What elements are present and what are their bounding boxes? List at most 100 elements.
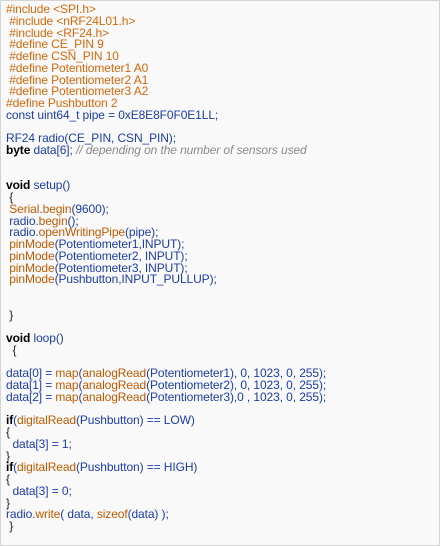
code-line: } [6,520,326,533]
code-token: 0xE8E8F0F0E1LL [118,107,215,122]
code-token: map [55,366,79,381]
code-token: if [6,413,14,428]
code-token: pinMode [9,237,55,251]
code-token: analogRead [82,366,147,381]
code-token: pipe = [79,107,119,122]
code-line: #define CSN_PIN 10 [6,49,326,63]
code-token: . [39,201,43,216]
code-line: #include <nRF24L01.h> [6,13,326,28]
code-token: (Potentiometer3), [146,389,238,404]
code-token: 0 [240,378,247,392]
code-token: 2 [32,389,39,404]
code-token: map [55,389,79,404]
code-token: uint64_t [37,107,80,122]
code-token: ( [78,378,83,392]
code-token: { [6,342,17,357]
code-token: #define Potentiometer1 A0 [6,60,149,75]
code-line: Serial.begin(9600); [6,201,326,216]
code-token: ); [101,201,109,216]
code-line: data[0] = map(analogRead(Potentiometer1)… [6,366,327,381]
code-token: #define CSN_PIN 10 [6,49,119,63]
code-token: begin [38,213,68,228]
code-token: 0 [286,389,293,404]
code-token: , [292,378,300,392]
code-token: radio. [6,225,39,240]
code-token: (Potentiometer1), [146,366,241,381]
code-token: data[ [30,143,60,157]
code-token: const [6,107,38,122]
code-token: (Potentiometer1,INPUT); [54,237,185,251]
code-token: 0 [32,366,39,381]
code-token: digitalRead [17,413,76,428]
code-token: data[ [6,389,33,404]
code-token: data[ [6,483,39,498]
code-line: RF24 radio(CE_PIN, CSN_PIN); [6,131,326,146]
code-token: (Potentiometer2, INPUT); [54,248,188,263]
code-line: const uint64_t pipe = 0xE8E8F0F0E1LL; [6,107,326,122]
code-token: ); [318,366,327,381]
code-token: 9600 [75,201,102,216]
code-token: } [6,448,10,463]
code-line: void setup() [6,179,326,192]
code-token: ); [318,378,327,392]
code-token: pinMode [9,260,55,275]
code-token: 3 [38,483,46,498]
code-token: #include <RF24.h> [6,25,109,40]
code-token: 255 [299,389,319,404]
code-token: ; [68,483,72,498]
code-token: Serial [9,201,40,216]
code-token: ); [318,389,327,404]
code-line: } [6,495,326,510]
code-token: { [6,472,10,486]
code-token: #include <nRF24L01.h> [6,13,136,28]
code-token: (); [67,213,79,228]
code-token: #define Pushbutton 2 [6,96,118,110]
code-token: } [6,495,10,510]
code-token: write [35,507,61,522]
code-token: radio. [6,213,39,228]
code-line: pinMode(Potentiometer1,INPUT); [6,237,326,251]
code-line: #include <SPI.h> [6,2,326,16]
code-token: () [55,331,64,345]
code-token: loop [33,331,56,345]
code-token: byte [6,143,31,157]
code-line: ​ [6,285,326,298]
code-line: pinMode(Potentiometer2, INPUT); [6,248,326,263]
code-line: data[1] = map(analogRead(Potentiometer2)… [6,378,327,392]
code-token: #define CE_PIN 9 [6,37,104,52]
code-token: pinMode [9,248,55,263]
code-token: (Pushbutton) == LOW) [76,413,195,428]
code-token: ( [13,413,18,428]
code-line: ​ [6,121,326,134]
code-line: { [6,472,326,486]
code-line: if(digitalRead(Pushbutton) == HIGH) [6,460,326,475]
code-line: void loop() [6,331,326,345]
code-token: pinMode [9,272,55,287]
code-token: 3 [38,436,46,451]
code-line: { [6,342,326,357]
code-line: #define CE_PIN 9 [6,37,326,52]
code-token: (Pushbutton) == HIGH) [76,460,198,475]
code-token: (Potentiometer2), [146,378,241,392]
code-line: ​ [6,297,326,310]
code-token: // depending on the number of sensors us… [76,143,307,157]
code-token: ( [78,366,83,381]
code-line: if(digitalRead(Pushbutton) == LOW) [6,413,326,428]
code-token: analogRead [82,378,147,392]
code-token: 0 [240,366,247,381]
code-token: #define Potentiometer3 A2 [6,84,149,99]
code-token: (Pushbutton,INPUT_PULLUP); [54,272,217,287]
code-token: #include <SPI.h> [6,2,96,16]
code-token: radio(CE_PIN, CSN_PIN); [34,131,176,146]
code-line: #define Potentiometer2 A1 [6,74,326,87]
code-token: 0 [286,366,293,381]
code-token: radio. [6,507,36,522]
code-line: ​ [6,320,326,333]
code-token: (data) ); [127,507,169,522]
code-line: ​ [6,156,326,169]
code-token: { [6,425,10,439]
code-token: data[ [6,436,39,451]
code-token: , [292,366,300,381]
code-line: ​ [6,356,326,369]
code-token: 1023 [253,366,280,381]
